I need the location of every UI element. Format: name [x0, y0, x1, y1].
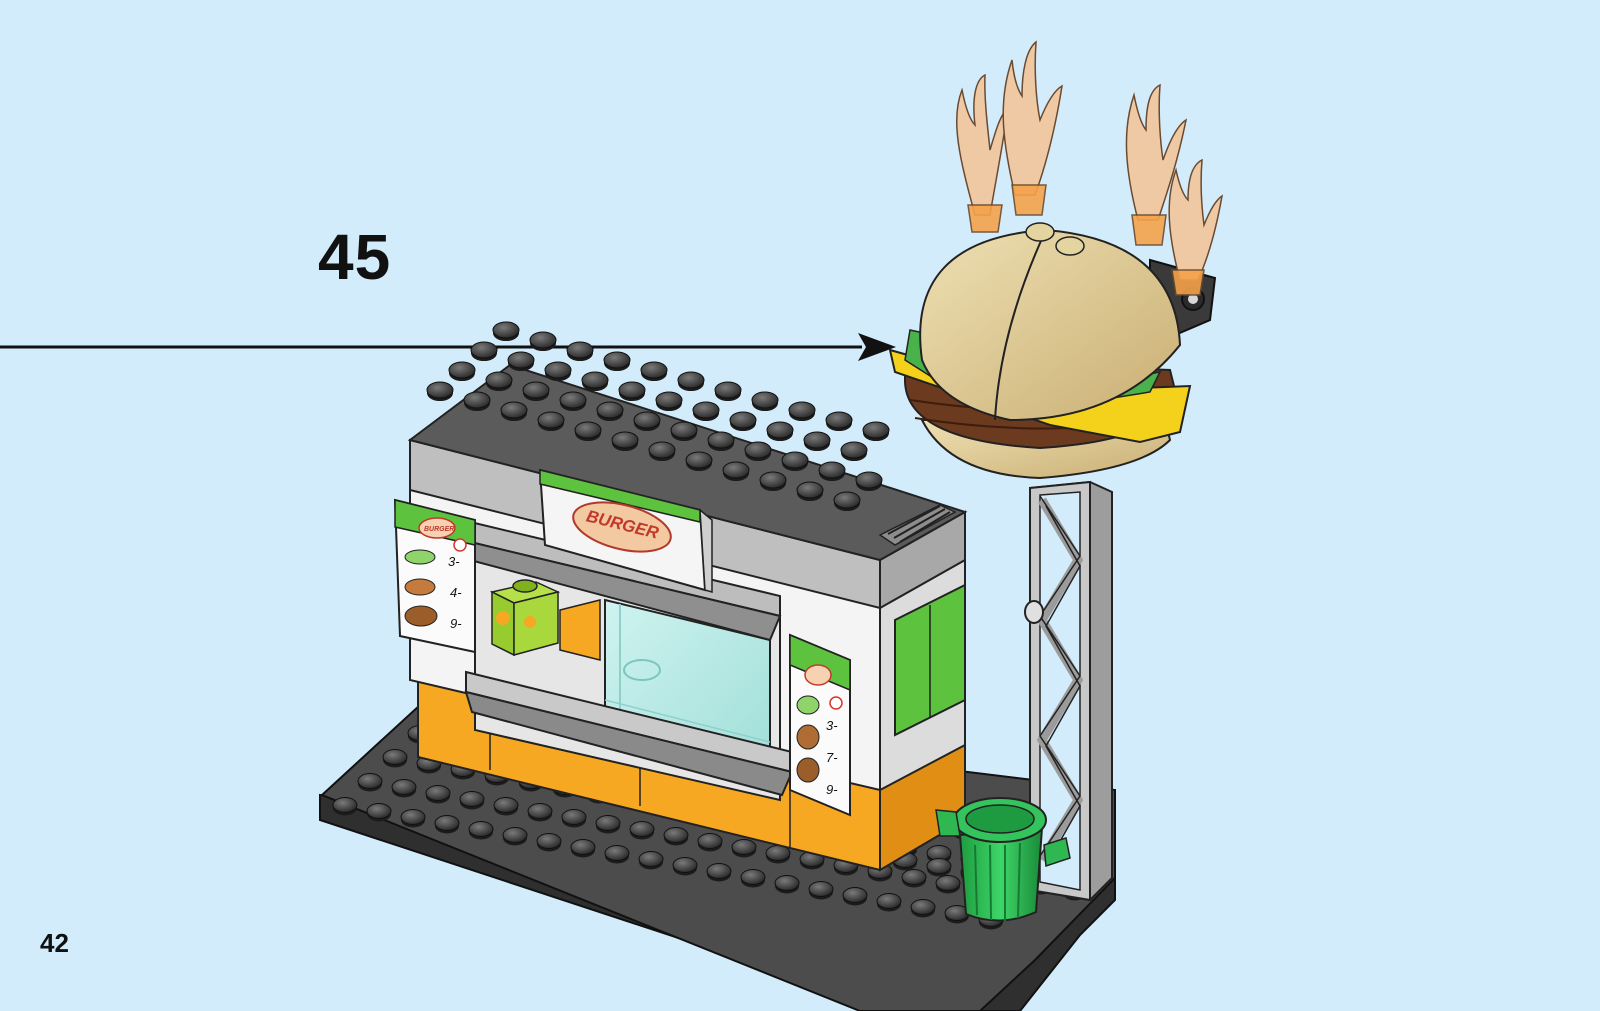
menu-left-price-3: 9-: [450, 616, 462, 631]
menu-left-price-2: 4-: [450, 585, 462, 600]
giant-burger: [890, 223, 1215, 478]
menu-right-price-2: 7-: [826, 750, 838, 765]
juice-box: [492, 580, 558, 655]
menu-left-price-1: 3-: [448, 554, 460, 569]
menu-board-right: 3- 7- 9-: [790, 635, 850, 815]
step-number: 45: [318, 220, 391, 294]
page-number: 42: [40, 928, 69, 959]
menu-right-price-1: 3-: [826, 718, 838, 733]
callout-arrow: [0, 333, 896, 361]
menu-board-left: BURGER 3- 4- 9-: [395, 500, 475, 652]
menu-left-badge: BURGER: [424, 526, 454, 533]
menu-right-price-3: 9-: [826, 782, 838, 797]
